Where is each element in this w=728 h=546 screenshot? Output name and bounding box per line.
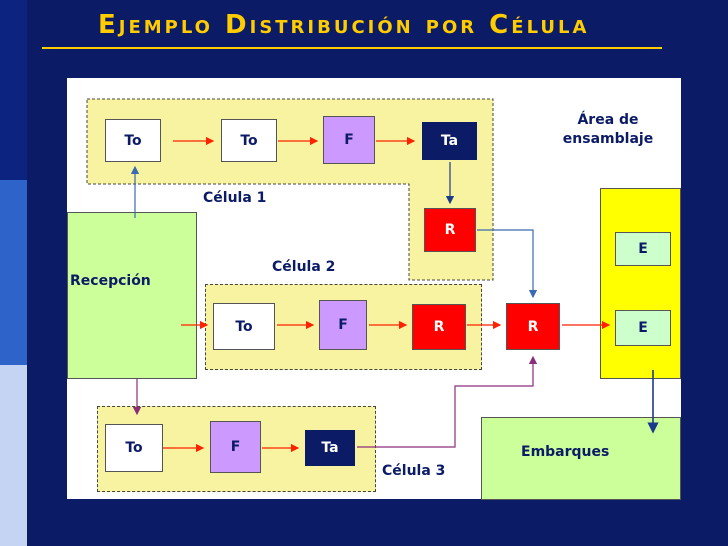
assembly-box-1: E	[615, 232, 671, 266]
cell1-label: Célula 1	[203, 190, 267, 206]
assembly-area	[600, 188, 681, 379]
slide-title: Ejemplo Distribución por Célula	[98, 10, 590, 40]
cell2-to-box: To	[213, 303, 275, 350]
reception-area	[67, 212, 197, 379]
cell2-label: Célula 2	[272, 259, 336, 275]
side-stripe-bottom	[0, 365, 27, 546]
shared-r-box: R	[506, 303, 560, 350]
cell3-ta-box: Ta	[305, 430, 355, 466]
side-stripe-mid	[0, 180, 27, 365]
cell3-f-box: F	[210, 421, 261, 473]
assembly-box-2: E	[615, 310, 671, 346]
cell3-label: Célula 3	[382, 463, 446, 479]
cell2-r-box: R	[412, 304, 466, 350]
cell1-to-box-2: To	[221, 119, 277, 162]
cell3-to-box: To	[105, 424, 163, 472]
cell1-to-box-1: To	[105, 119, 161, 162]
cell1-r-box: R	[424, 208, 476, 252]
cell1-ta-box: Ta	[422, 122, 477, 160]
shipping-label: Embarques	[521, 444, 610, 460]
side-stripe-top	[0, 0, 27, 180]
cell2-f-box: F	[319, 300, 367, 350]
assembly-label: Área de ensamblaje	[562, 112, 654, 147]
cell1-f-box: F	[323, 116, 375, 164]
reception-label: Recepción	[70, 273, 151, 289]
title-underline	[42, 47, 662, 49]
